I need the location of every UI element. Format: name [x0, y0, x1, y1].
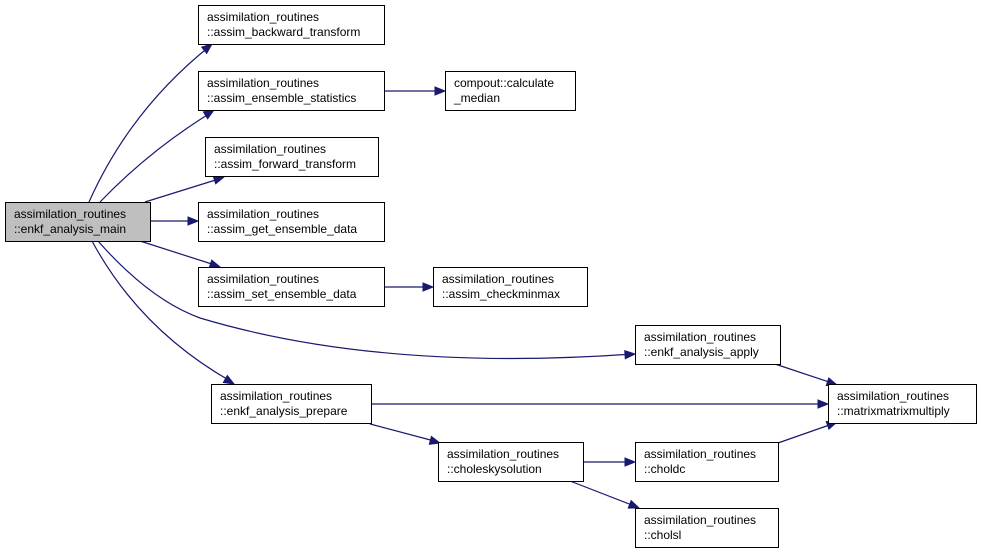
edges-layer [88, 43, 839, 509]
node-label-namespace: assimilation_routines [207, 207, 319, 221]
node-get-ens[interactable]: assimilation_routines::assim_get_ensembl… [198, 202, 385, 242]
arrowhead [212, 175, 226, 185]
node-label-routine: ::assim_backward_transform [207, 25, 360, 39]
node-label-routine: ::matrixmatrixmultiply [837, 404, 950, 418]
edge-ens_stats-to-median [384, 86, 447, 96]
arrowhead [208, 259, 222, 269]
node-set-ens[interactable]: assimilation_routines::assim_set_ensembl… [198, 267, 385, 307]
arrowhead [434, 86, 447, 96]
node-label-namespace: assimilation_routines [214, 142, 326, 156]
edge-line [99, 111, 213, 203]
edge-line [97, 240, 634, 360]
node-box [828, 384, 977, 424]
node-label-namespace: compout::calculate [454, 76, 554, 90]
nodes-layer: assimilation_routines::enkf_analysis_mai… [5, 5, 977, 548]
node-label-namespace: assimilation_routines [207, 76, 319, 90]
edge-cholsol-to-cholsl [569, 480, 641, 509]
edge-line [144, 177, 223, 203]
edge-line [569, 480, 638, 508]
node-matmul[interactable]: assimilation_routines::matrixmatrixmulti… [828, 384, 977, 424]
node-cholsol[interactable]: assimilation_routines::choleskysolution [438, 442, 584, 482]
arrowhead [187, 216, 200, 226]
node-box [198, 267, 385, 307]
node-label-routine: ::enkf_analysis_main [14, 222, 126, 236]
edge-main-to-ens_stats [99, 109, 216, 203]
edge-choldc-to-matmul [777, 421, 839, 444]
edge-main-to-get_ens [150, 216, 200, 226]
node-label-namespace: assimilation_routines [644, 330, 756, 344]
node-label-namespace: assimilation_routines [447, 447, 559, 461]
node-label-routine: ::assim_set_ensemble_data [207, 287, 357, 301]
node-box [433, 267, 588, 307]
arrowhead [817, 399, 830, 409]
node-checkminmax[interactable]: assimilation_routines::assim_checkminmax [433, 267, 588, 307]
edge-set_ens-to-checkminmax [384, 282, 435, 292]
arrowhead [222, 374, 236, 385]
node-median[interactable]: compout::calculate_median [445, 71, 576, 111]
arrowhead [627, 499, 641, 509]
node-forward[interactable]: assimilation_routines::assim_forward_tra… [205, 137, 379, 177]
node-label-routine: ::assim_get_ensemble_data [207, 222, 357, 236]
node-backward[interactable]: assimilation_routines::assim_backward_tr… [198, 5, 385, 45]
node-label-namespace: assimilation_routines [442, 272, 554, 286]
node-label-namespace: assimilation_routines [207, 10, 319, 24]
node-prepare[interactable]: assimilation_routines::enkf_analysis_pre… [211, 384, 372, 424]
node-label-namespace: assimilation_routines [14, 207, 126, 221]
node-label-routine: ::enkf_analysis_apply [644, 345, 759, 359]
node-box [438, 442, 584, 482]
node-label-routine: ::cholsl [644, 528, 681, 542]
arrowhead [624, 457, 637, 467]
arrowhead [202, 109, 216, 120]
node-label-namespace: assimilation_routines [220, 389, 332, 403]
node-label-routine: ::assim_forward_transform [214, 157, 356, 171]
edge-cholsol-to-choldc [583, 457, 637, 467]
node-label-routine: ::enkf_analysis_prepare [220, 404, 348, 418]
node-label-namespace: assimilation_routines [644, 447, 756, 461]
node-box [211, 384, 372, 424]
edge-main-to-apply [97, 240, 637, 360]
node-label-namespace: assimilation_routines [644, 513, 756, 527]
edge-main-to-prepare [91, 240, 236, 385]
edge-main-to-backward [88, 43, 214, 203]
edge-line [91, 240, 233, 383]
node-box [198, 5, 385, 45]
arrowhead [428, 435, 442, 445]
node-cholsl[interactable]: assimilation_routines::cholsl [635, 508, 779, 548]
node-label-routine: ::assim_ensemble_statistics [207, 91, 356, 105]
node-box [635, 508, 779, 548]
edge-prepare-to-matmul [371, 399, 830, 409]
edge-main-to-set_ens [139, 240, 222, 269]
arrowhead [624, 350, 637, 360]
node-box [635, 325, 781, 365]
arrowhead [200, 43, 214, 55]
node-choldc[interactable]: assimilation_routines::choldc [635, 442, 779, 482]
node-label-routine: ::choleskysolution [447, 462, 542, 476]
node-label-routine: ::assim_checkminmax [442, 287, 560, 301]
node-box [635, 442, 779, 482]
node-apply[interactable]: assimilation_routines::enkf_analysis_app… [635, 325, 781, 365]
edge-main-to-forward [144, 175, 226, 203]
edge-line [369, 423, 439, 443]
node-label-routine: ::choldc [644, 462, 685, 476]
node-box [5, 202, 151, 242]
edge-line [139, 240, 219, 267]
edge-line [88, 45, 211, 203]
node-box [198, 71, 385, 111]
edge-prepare-to-cholsol [369, 423, 442, 445]
node-label-routine: _median [453, 91, 500, 105]
node-ens-stats[interactable]: assimilation_routines::assim_ensemble_st… [198, 71, 385, 111]
arrowhead [422, 282, 435, 292]
node-box [198, 202, 385, 242]
edge-line [777, 422, 836, 444]
node-box [445, 71, 576, 111]
node-box [205, 137, 379, 177]
node-label-namespace: assimilation_routines [207, 272, 319, 286]
edge-apply-to-matmul [774, 363, 839, 387]
edge-line [774, 363, 836, 385]
node-main[interactable]: assimilation_routines::enkf_analysis_mai… [5, 202, 151, 242]
node-label-namespace: assimilation_routines [837, 389, 949, 403]
